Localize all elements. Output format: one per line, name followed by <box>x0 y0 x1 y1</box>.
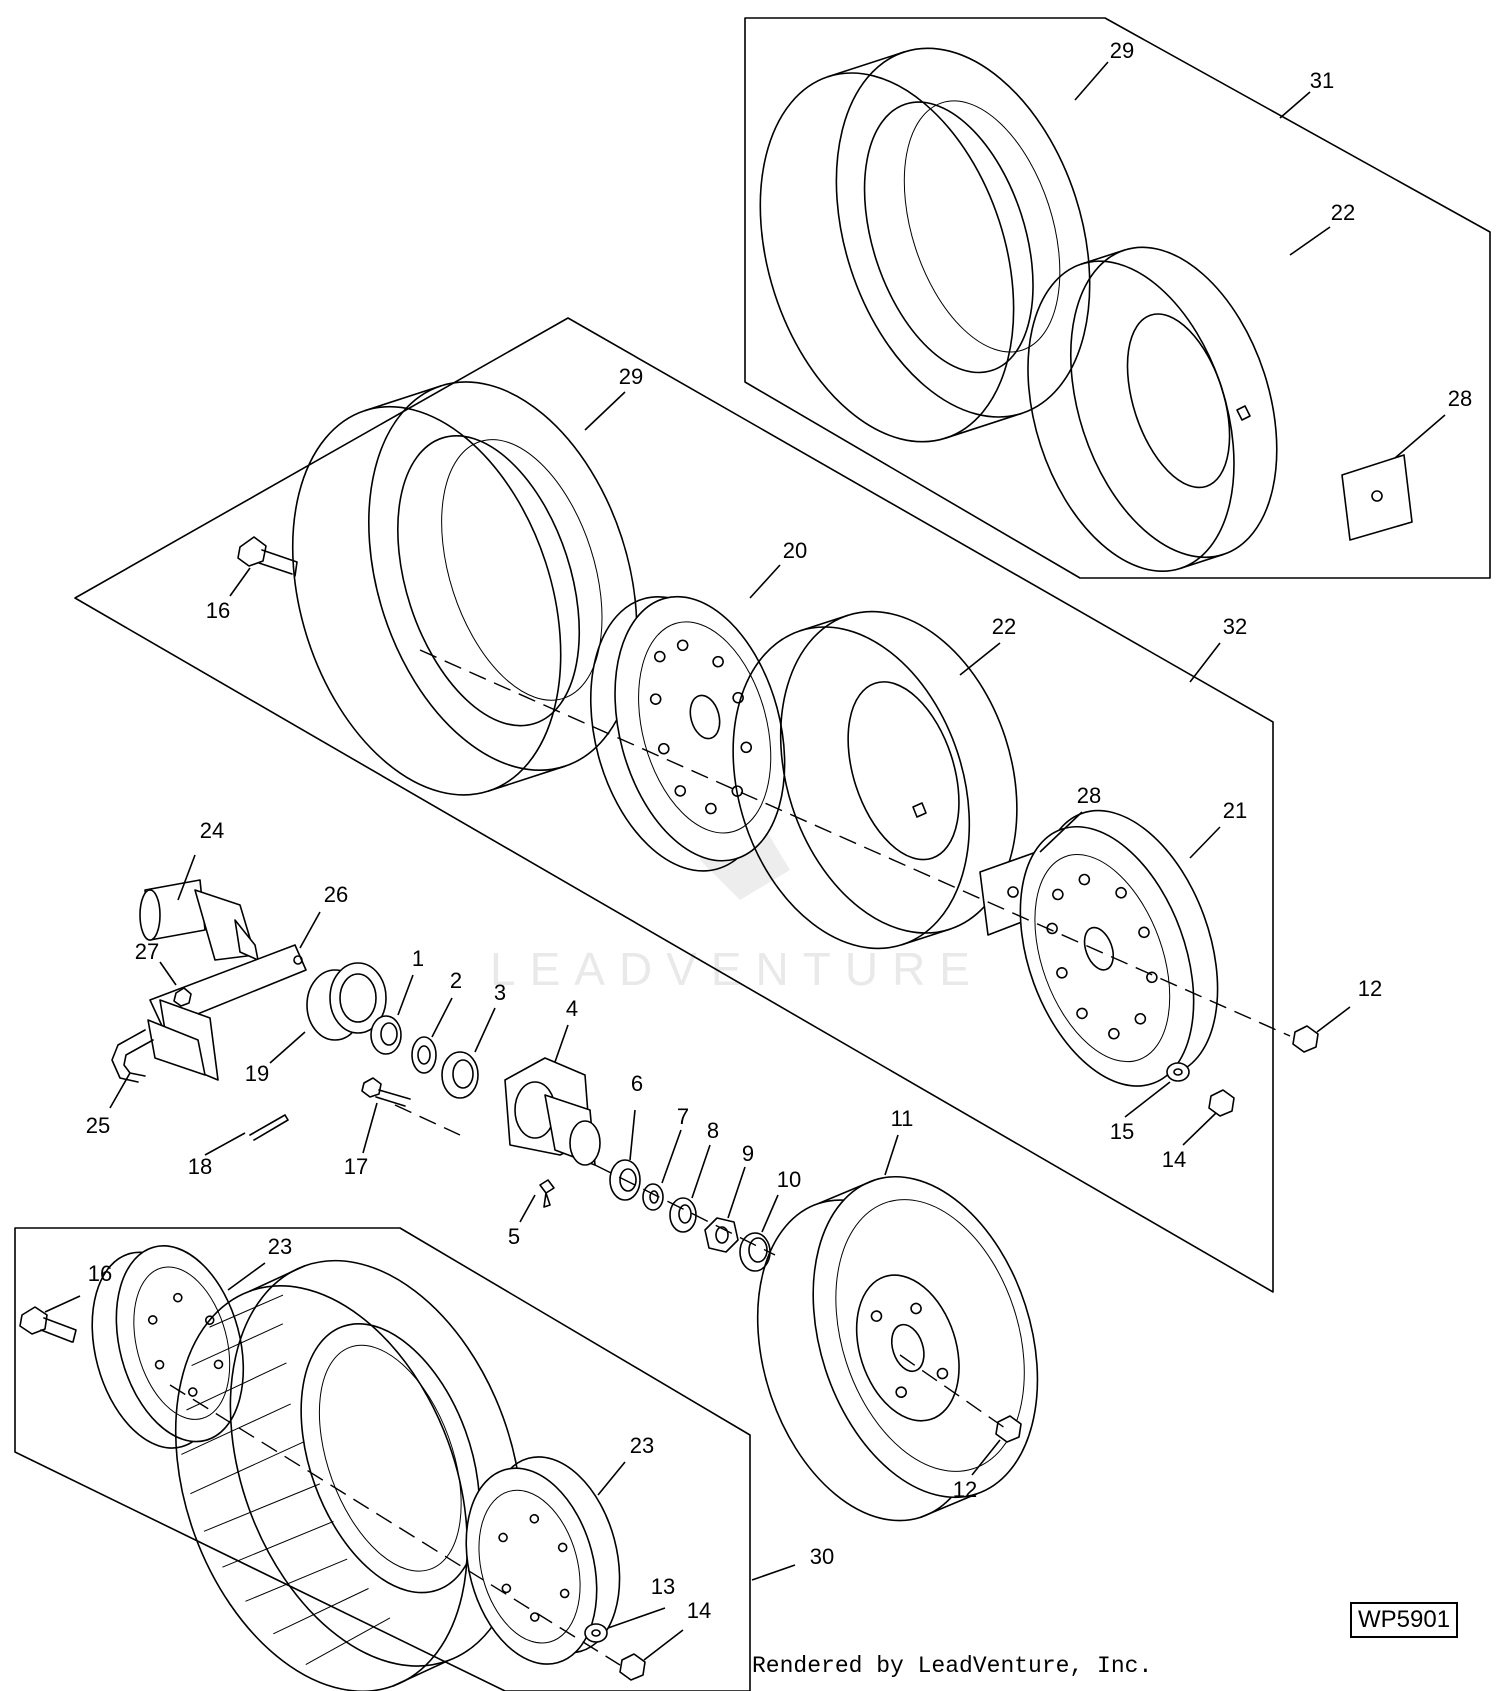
assembly-axis-upper <box>419 649 1291 1037</box>
valve-stem-upper <box>1236 405 1251 421</box>
callout-23-upper: 23 <box>268 1234 292 1259</box>
bearing-cup-1 <box>370 1015 402 1055</box>
bearing-cup-3 <box>441 1051 479 1099</box>
callout-1: 1 <box>412 946 424 971</box>
grease-fitting-5 <box>539 1179 555 1208</box>
rim-half-21 <box>1019 809 1219 1087</box>
callout-17: 17 <box>344 1154 368 1179</box>
callout-14-lower: 14 <box>687 1598 711 1623</box>
callout-15: 15 <box>1110 1119 1134 1144</box>
washer-8 <box>669 1197 697 1233</box>
tire-29-upper <box>759 47 1091 443</box>
bolt-16-upper <box>237 536 298 577</box>
kit-group-31 <box>744 17 1491 579</box>
callout-13: 13 <box>651 1574 675 1599</box>
callout-10: 10 <box>777 1167 801 1192</box>
assembly-axis-hub-a <box>394 1104 461 1136</box>
nut-27 <box>173 987 192 1007</box>
nut-12-upper <box>1292 1025 1319 1053</box>
figure-id-box: WP5901 <box>1350 1602 1459 1638</box>
valve-stem-middle <box>912 802 927 818</box>
callout-31: 31 <box>1310 68 1334 93</box>
bracket-26 <box>147 944 307 1081</box>
kit-group-30 <box>14 1227 751 1691</box>
u-bolt-25 <box>111 1029 154 1083</box>
callout-23-lower: 23 <box>630 1433 654 1458</box>
kit-31-frame <box>744 17 1491 579</box>
tube-22-middle <box>732 610 1018 950</box>
nut-14-lower <box>619 1653 646 1681</box>
callout-25: 25 <box>86 1113 110 1138</box>
washer-7 <box>642 1183 664 1211</box>
bearing-cone-2 <box>411 1036 437 1074</box>
seal-19 <box>306 962 387 1041</box>
callout-27: 27 <box>135 939 159 964</box>
callout-29-middle: 29 <box>619 364 643 389</box>
callout-22-middle: 22 <box>992 614 1016 639</box>
nut-12-lower <box>995 1415 1022 1443</box>
rim-half-23-lower <box>465 1456 621 1665</box>
watermark-text: LEADVENTURE <box>490 943 984 995</box>
wheel-11 <box>756 1175 1039 1522</box>
callout-21: 21 <box>1223 798 1247 823</box>
tire-29-middle <box>291 381 638 796</box>
callout-16-lower: 16 <box>88 1261 112 1286</box>
washer-15 <box>1166 1062 1190 1082</box>
assembly-axis-wheel <box>899 1354 1006 1429</box>
callout-12-lower: 12 <box>953 1477 977 1502</box>
assembly-axis-hub-b <box>594 1164 776 1256</box>
nut-9 <box>704 1217 739 1253</box>
kit-30-frame <box>14 1227 751 1691</box>
callout-12-upper: 12 <box>1358 976 1382 1001</box>
callout-7: 7 <box>677 1104 689 1129</box>
credit-text: Rendered by LeadVenture, Inc. <box>752 1653 1153 1679</box>
callout-24: 24 <box>200 818 224 843</box>
callout-8: 8 <box>707 1118 719 1143</box>
kit-group-32 <box>74 317 1319 1293</box>
callout-labels: 29 31 22 28 29 20 22 32 28 21 12 16 24 2… <box>86 38 1472 1623</box>
callout-16-upper: 16 <box>206 598 230 623</box>
callout-18: 18 <box>188 1154 212 1179</box>
washer-13 <box>584 1623 608 1643</box>
callout-28-middle: 28 <box>1077 783 1101 808</box>
callout-4: 4 <box>566 996 578 1021</box>
callout-28-upper: 28 <box>1448 386 1472 411</box>
leader-lines <box>44 61 1446 1661</box>
callout-6: 6 <box>631 1071 643 1096</box>
assembly-axis-lower <box>169 1384 621 1666</box>
callout-29-upper: 29 <box>1110 38 1134 63</box>
callout-20: 20 <box>783 538 807 563</box>
spindle-24 <box>139 879 259 961</box>
rim-half-20 <box>589 595 786 872</box>
callout-5: 5 <box>508 1224 520 1249</box>
callout-9: 9 <box>742 1141 754 1166</box>
treaded-tire <box>174 1259 523 1691</box>
callout-22-upper: 22 <box>1331 200 1355 225</box>
tube-22-upper <box>1027 246 1278 572</box>
cotter-pin-18 <box>249 1114 289 1141</box>
callout-14-upper: 14 <box>1162 1147 1186 1172</box>
callout-19: 19 <box>245 1061 269 1086</box>
callout-11: 11 <box>891 1106 914 1131</box>
rim-half-23-upper <box>91 1245 245 1449</box>
bolt-17 <box>361 1077 411 1107</box>
callout-30: 30 <box>810 1544 834 1569</box>
nut-14-upper <box>1208 1089 1235 1117</box>
hub-assembly <box>111 879 776 1272</box>
hub-4 <box>504 1057 601 1166</box>
callout-3: 3 <box>494 980 506 1005</box>
callout-2: 2 <box>450 968 462 993</box>
flap-28-upper <box>1341 454 1413 541</box>
callout-32: 32 <box>1223 614 1247 639</box>
callout-26: 26 <box>324 882 348 907</box>
bolt-16-lower <box>19 1306 77 1343</box>
